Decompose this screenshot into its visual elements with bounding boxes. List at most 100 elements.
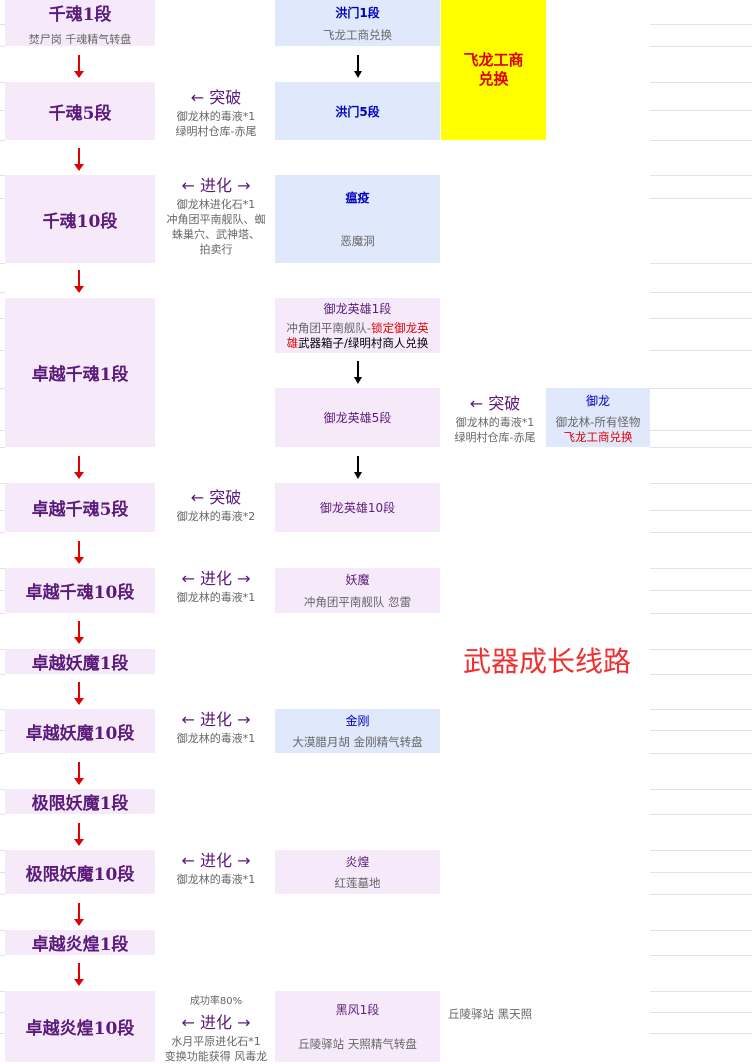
stage-zhuoyue-yanhuang-10: 卓越炎煌10段	[5, 991, 155, 1062]
stage-label: 千魂1段	[48, 4, 112, 25]
grid-line	[650, 649, 752, 650]
grid-line	[0, 388, 5, 389]
arrow-down-icon	[354, 361, 362, 384]
grid-line	[650, 568, 752, 569]
grid-line	[650, 510, 752, 511]
grid-line	[0, 140, 5, 141]
grid-line	[650, 613, 752, 614]
grid-line	[0, 263, 5, 264]
grid-line	[0, 175, 5, 176]
grid-line	[650, 1012, 752, 1013]
stage-zhuoyue-yaomo-1: 卓越妖魔1段	[5, 649, 155, 674]
grid-line	[650, 709, 752, 710]
stage-zhuoyue-yanhuang-1: 卓越炎煌1段	[5, 930, 155, 955]
weapon-heifeng-1: 黑风1段丘陵驿站 天照精气转盘	[275, 991, 440, 1062]
arrow-down-icon	[74, 55, 84, 78]
grid-line	[650, 318, 752, 319]
grid-line	[0, 709, 5, 710]
grid-line	[0, 613, 5, 614]
evolve-note: ← 进化 →御龙林的毒液*1	[176, 851, 256, 886]
grid-line	[650, 388, 752, 389]
grid-line	[0, 198, 5, 199]
grid-line	[0, 318, 5, 319]
stage-jixian-yaomo-10: 极限妖魔10段	[5, 850, 155, 894]
arrow-down-icon	[74, 682, 84, 705]
grid-line	[0, 292, 5, 293]
arrow-down-icon	[74, 621, 84, 644]
grid-line	[650, 674, 752, 675]
grid-line	[0, 350, 5, 351]
arrow-down-icon	[74, 541, 84, 564]
evolve-note: ← 进化 →御龙林的毒液*1	[176, 569, 256, 604]
grid-line	[0, 430, 5, 431]
grid-line	[650, 483, 752, 484]
grid-line	[0, 447, 5, 448]
arrow-down-icon	[74, 762, 84, 785]
grid-line	[650, 350, 752, 351]
grid-line	[650, 955, 752, 956]
arrow-down-icon	[74, 148, 84, 171]
grid-line	[0, 930, 5, 931]
grid-line	[650, 447, 752, 448]
grid-line	[0, 568, 5, 569]
weapon-jingang: 金刚大漠腊月胡 金刚精气转盘	[275, 709, 440, 753]
grid-line	[0, 24, 5, 25]
grid-line	[0, 510, 5, 511]
weapon-yulong-hero-10: 御龙英雄10段	[275, 483, 440, 532]
grid-line	[0, 1012, 5, 1013]
grid-line	[0, 649, 5, 650]
grid-line	[0, 991, 5, 992]
stage-qianhun-10: 千魂10段	[5, 175, 155, 263]
grid-line	[650, 850, 752, 851]
grid-line	[650, 730, 752, 731]
weapon-hongmen-5: 洪门5段	[275, 82, 440, 140]
arrow-down-icon	[74, 903, 84, 926]
grid-line	[650, 140, 752, 141]
grid-line	[0, 483, 5, 484]
grid-line	[650, 991, 752, 992]
grid-line	[0, 814, 5, 815]
arrow-down-icon	[354, 55, 362, 78]
weapon-wenyi: 瘟疫恶魔洞	[275, 175, 440, 263]
breakthrough-note: ← 突破御龙林的毒液*2	[176, 488, 256, 523]
grid-line	[0, 789, 5, 790]
grid-line	[0, 110, 5, 111]
page-title: 武器成长线路	[463, 645, 632, 678]
grid-line	[650, 814, 752, 815]
arrow-down-icon	[74, 456, 84, 479]
grid-line	[650, 1033, 752, 1034]
grid-line	[650, 198, 752, 199]
stage-source: 焚尸岗 千魂精气转盘	[28, 32, 132, 46]
grid-line	[650, 24, 752, 25]
grid-line	[650, 590, 752, 591]
stage-jixian-yaomo-1: 极限妖魔1段	[5, 789, 155, 814]
grid-line	[0, 955, 5, 956]
grid-line	[0, 753, 5, 754]
grid-line	[0, 850, 5, 851]
stage-qianhun-5: 千魂5段	[5, 82, 155, 140]
evolve-note: ← 进化 →御龙林的毒液*1	[176, 710, 256, 745]
grid-line	[0, 730, 5, 731]
grid-line	[0, 674, 5, 675]
grid-line	[650, 175, 752, 176]
stage-zhuoyue-yaomo-10: 卓越妖魔10段	[5, 709, 155, 753]
grid-line	[650, 82, 752, 83]
arrow-down-icon	[354, 456, 362, 479]
arrow-down-icon	[74, 963, 84, 986]
arrow-down-icon	[74, 270, 84, 293]
stage-qianhun-1: 千魂1段焚尸岗 千魂精气转盘	[5, 0, 155, 46]
grid-line	[0, 532, 5, 533]
grid-line	[650, 930, 752, 931]
weapon-yulong-hero-5: 御龙英雄5段	[275, 388, 440, 447]
grid-line	[650, 894, 752, 895]
stage-zhuoyue-qianhun-5: 卓越千魂5段	[5, 483, 155, 532]
weapon-yaomo: 妖魔冲角团平南舰队 忽雷	[275, 568, 440, 613]
grid-line	[0, 590, 5, 591]
grid-line	[650, 753, 752, 754]
grid-line	[0, 872, 5, 873]
grid-line	[650, 292, 752, 293]
